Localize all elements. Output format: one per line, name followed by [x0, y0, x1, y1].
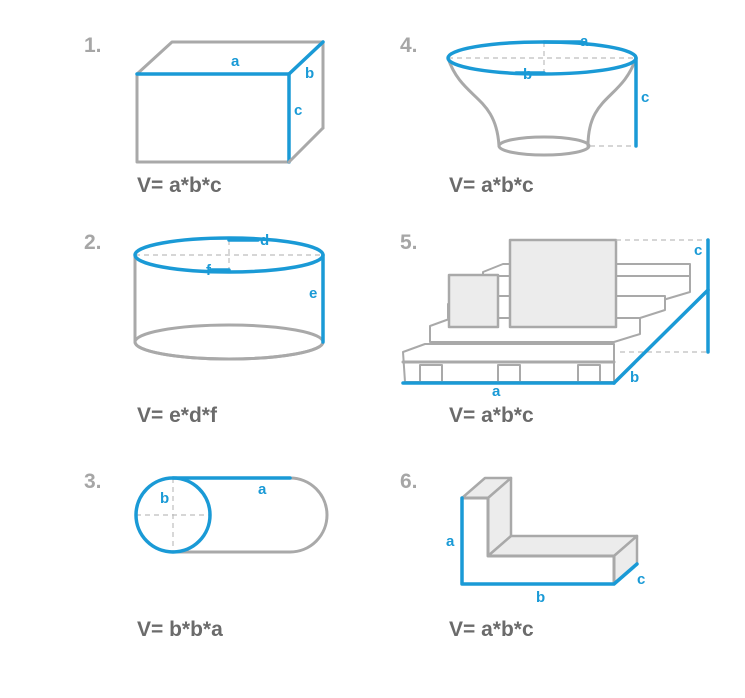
shape-6-l-profile: 6. a b c V= a*b*c	[400, 470, 645, 641]
l-profile-label-a: a	[446, 533, 455, 550]
box-dimension-b-line	[287, 40, 325, 76]
shape-5-pallet-load: 5. a b c V= a*b*c	[400, 231, 710, 427]
vessel-label-c: c	[641, 89, 649, 106]
box-label-b: b	[305, 65, 314, 82]
vessel-left-profile	[446, 56, 501, 148]
l-profile-label-b: b	[536, 589, 545, 606]
shape-3-formula: V= b*b*a	[137, 618, 223, 641]
vessel-label-a: a	[580, 33, 589, 50]
shape-6-number: 6.	[400, 470, 418, 493]
vessel-right-profile	[586, 56, 638, 148]
pallet-block-right	[577, 364, 601, 383]
pallet-block-middle	[497, 364, 521, 383]
shape-4-formula: V= a*b*c	[449, 174, 534, 197]
pallet-label-b: b	[630, 369, 639, 386]
shape-2-formula: V= e*d*f	[137, 404, 218, 427]
cylinder-bottom-ellipse	[133, 323, 325, 361]
box-label-a: a	[231, 53, 240, 70]
pallet-label-c: c	[694, 242, 702, 259]
pallet-block-left	[419, 364, 443, 383]
shape-3-horizontal-cylinder: 3. a b V= b*b*a	[84, 470, 329, 641]
shape-1-box: 1. a b c V= a*b*c	[84, 34, 325, 197]
cylinder-label-f: f	[206, 262, 212, 279]
box-label-c: c	[294, 102, 302, 119]
vessel-label-b: b	[523, 66, 532, 83]
vessel-bottom-ellipse	[497, 135, 591, 157]
l-profile-top-horizontal-face	[486, 534, 639, 558]
shape-5-formula: V= a*b*c	[449, 404, 534, 427]
shape-4-flared-vessel: 4. a b c V= a*b*c	[400, 33, 649, 197]
pallet-small-box	[447, 273, 500, 329]
pallet-label-a: a	[492, 383, 501, 400]
cylinder-label-e: e	[309, 285, 317, 302]
box-side-bottom-edge	[287, 126, 325, 164]
l-profile-dimension-lines	[460, 496, 639, 586]
shape-6-formula: V= a*b*c	[449, 618, 534, 641]
shape-4-number: 4.	[400, 34, 418, 57]
box-front-face	[135, 72, 291, 164]
shape-1-formula: V= a*b*c	[137, 174, 222, 197]
cylinder-label-d: d	[260, 232, 269, 249]
shape-3-number: 3.	[84, 470, 102, 493]
pallet-depth-b-line	[612, 288, 710, 385]
shape-2-number: 2.	[84, 231, 102, 254]
stadium-label-a: a	[258, 481, 267, 498]
l-profile-label-c: c	[637, 571, 645, 588]
stadium-label-b: b	[160, 490, 169, 507]
stadium-body	[171, 476, 329, 554]
shape-1-number: 1.	[84, 34, 102, 57]
pallet-large-box	[508, 238, 618, 329]
shape-2-cylinder: 2. d f e V= e*d*f	[84, 231, 325, 427]
shape-5-number: 5.	[400, 231, 418, 254]
